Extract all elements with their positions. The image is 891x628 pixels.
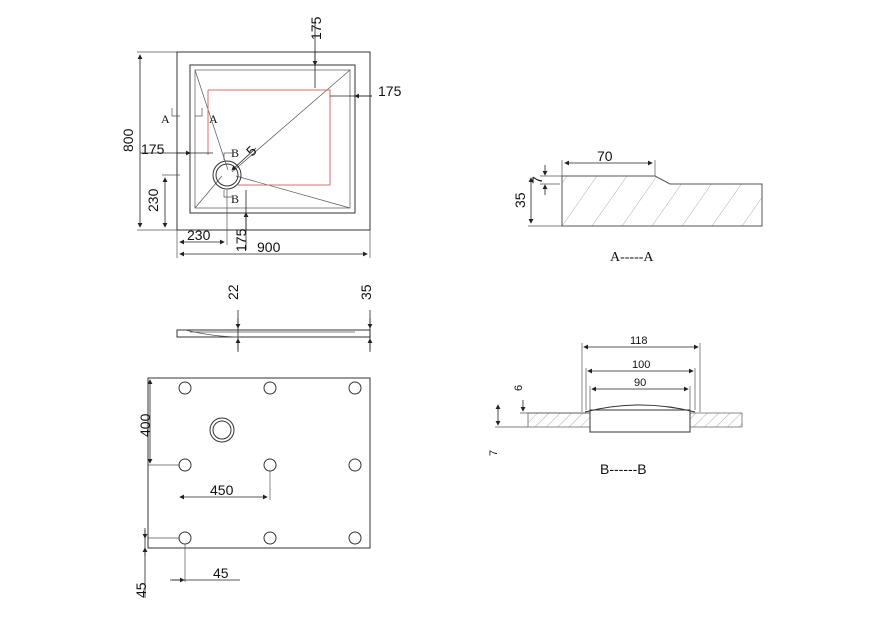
leg [178,531,192,545]
dim-height-800: 800 [120,128,136,152]
dim-drain-y-230: 230 [145,188,161,212]
leg [263,458,277,472]
dim-leg-y-400: 400 [137,413,153,437]
section-a-view: 70 7 35 A-----A [512,148,763,265]
tray-inner [189,64,356,214]
drain-lip [584,404,696,413]
leg [178,381,192,395]
leg [263,531,277,545]
side-profile [176,329,371,338]
drain-base-outer [209,417,235,443]
dim-width-900: 900 [257,239,281,255]
section-a-right: A [209,112,218,126]
dim-left-175: 175 [141,141,165,157]
dim-thickness-35: 35 [512,192,528,208]
drain-inner [215,163,239,187]
drain-body [589,409,691,433]
section-b-view: 118 100 90 6 7 B------B [488,335,743,477]
dim-middle-100: 100 [632,359,650,371]
dim-outer-118: 118 [630,335,648,347]
dim-bottom-175: 175 [233,228,249,252]
reference-line [208,89,331,186]
tray-outline [176,51,371,231]
side-view: 22 35 [176,284,374,352]
section-b-bottom: B [231,192,239,206]
dim-depth-35: 35 [358,284,374,300]
leg [178,458,192,472]
dim-leg-x-450: 450 [210,482,234,498]
slope-label: 5 [243,142,260,159]
leg [348,458,362,472]
dim-depth-22: 22 [225,284,241,300]
section-b-top: B [231,146,239,160]
dim-lip-6: 6 [513,385,525,391]
dim-edge-x-45: 45 [213,565,229,581]
dim-drain-x-230: 230 [187,227,211,243]
dim-step-70: 70 [597,148,613,164]
leg [263,381,277,395]
section-a-body [561,175,763,227]
section-a-left: A [161,112,170,126]
dim-top-175: 175 [308,16,324,40]
dim-step-7: 7 [529,176,545,184]
base-outline [147,377,371,549]
section-a-title: A-----A [610,250,654,265]
bottom-view: 400 450 45 45 [133,377,371,598]
section-b-title: B------B [600,461,647,477]
support-legs [178,381,362,545]
dim-edge-y-45: 45 [133,582,149,598]
drain-base-inner [212,420,232,440]
dim-inner-90: 90 [634,377,646,389]
dim-right-175: 175 [378,83,402,99]
leg [348,531,362,545]
drain-outer [212,160,242,190]
plan-view: 5 A A B B 175 175 175 800 230 230 [120,16,402,258]
leg [348,381,362,395]
dim-depth-7: 7 [488,450,500,456]
